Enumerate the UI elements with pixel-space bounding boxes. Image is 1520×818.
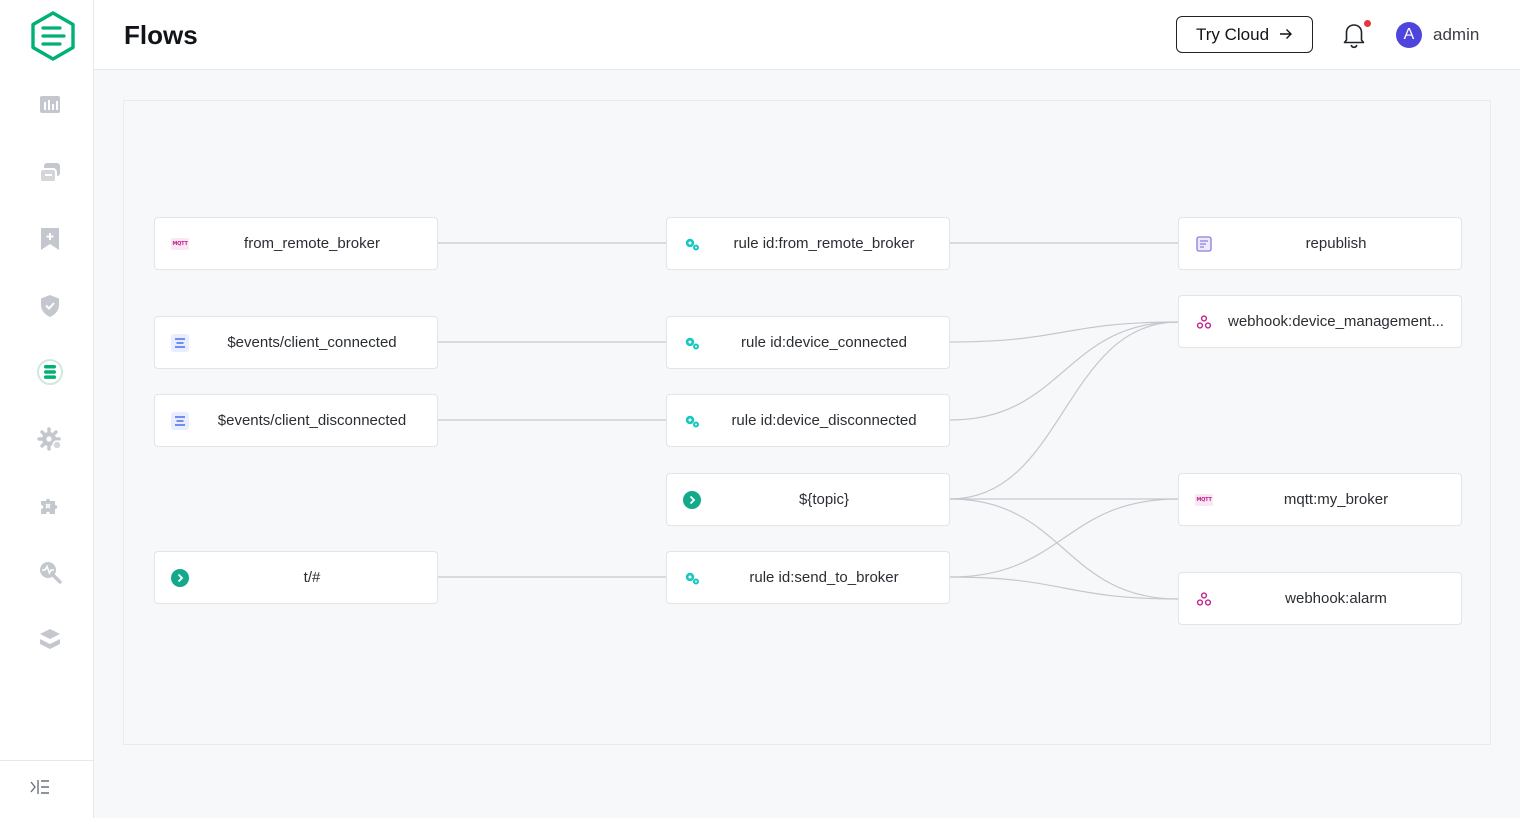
flow-node-source[interactable]: t/# [154,551,438,604]
connections-icon [37,160,63,191]
mqtt-icon: MQTT [1195,491,1213,509]
nav-connections[interactable] [32,157,68,193]
page-title: Flows [124,20,198,50]
access-control-icon [38,293,62,324]
edge [949,321,1179,421]
node-label: rule id:send_to_broker [749,569,899,586]
edge [949,576,1179,600]
node-label: republish [1305,235,1367,252]
sidebar [0,0,94,818]
system-icon [38,627,62,656]
nav-diagnose[interactable] [32,556,68,592]
flow-node-source[interactable]: $events/client_connected [154,316,438,369]
node-label: t/# [303,569,321,586]
nav-extensions[interactable] [32,490,68,526]
flow-node-rule[interactable]: ${topic} [666,473,950,526]
rule-icon [683,569,701,587]
dashboard-icon [38,93,62,122]
webhook-icon [1195,590,1213,608]
node-label: webhook:device_management... [1228,313,1444,330]
try-cloud-button[interactable]: Try Cloud [1176,16,1313,53]
nav-access-control[interactable] [32,290,68,326]
nav-system[interactable] [32,623,68,659]
flow-edges [438,242,1179,600]
flow-node-rule[interactable]: rule id:device_disconnected [666,394,950,447]
topic-icon [171,569,189,587]
bell-icon [1340,24,1368,54]
topic-icon [683,491,701,509]
node-label: rule id:from_remote_broker [733,235,915,252]
nav-subscriptions[interactable] [32,223,68,259]
diagnose-icon [37,559,63,590]
edge [949,321,1179,500]
edge [949,498,1179,600]
flow-node-rule[interactable]: rule id:device_connected [666,316,950,369]
flow-canvas[interactable]: MQTT from_remote_broker $events/client_c… [123,100,1491,745]
webhook-icon [1195,313,1213,331]
flow-node-rule[interactable]: rule id:from_remote_broker [666,217,950,270]
flow-node-rule[interactable]: rule id:send_to_broker [666,551,950,604]
node-label: mqtt:my_broker [1283,491,1389,508]
rule-icon [683,334,701,352]
event-icon [171,334,189,352]
extensions-icon [37,493,63,524]
mqtt-icon: MQTT [171,235,189,253]
edge [949,321,1179,343]
notification-dot [1364,20,1371,27]
notification-button[interactable] [1340,20,1368,50]
collapse-sidebar-icon [29,778,51,801]
rule-icon [683,412,701,430]
node-label: rule id:device_connected [741,334,907,351]
rule-icon [683,235,701,253]
subscriptions-icon [38,226,62,257]
node-label: ${topic} [798,491,850,508]
event-icon [171,412,189,430]
username[interactable]: admin [1433,25,1480,44]
node-label: from_remote_broker [244,235,380,252]
try-cloud-label: Try Cloud [1195,24,1270,44]
top-header: Flows Try Cloud A admin [94,0,1520,70]
edge [949,498,1179,578]
flow-node-source[interactable]: MQTT from_remote_broker [154,217,438,270]
node-label: $events/client_disconnected [217,412,407,429]
flow-node-sink[interactable]: republish [1178,217,1462,270]
nav-management[interactable] [32,423,68,459]
nav-integration[interactable] [32,356,68,392]
collapse-sidebar-button[interactable] [26,776,54,804]
avatar[interactable]: A [1396,22,1422,48]
integration-icon [36,358,64,391]
management-icon [37,426,63,457]
node-label: rule id:device_disconnected [731,412,917,429]
node-label: $events/client_connected [227,334,397,351]
flow-node-sink[interactable]: webhook:alarm [1178,572,1462,625]
arrow-right-icon [1279,25,1293,45]
republish-icon [1195,235,1213,253]
nav-dashboard[interactable] [32,89,68,125]
emqx-logo-icon[interactable] [28,10,78,62]
node-label: webhook:alarm [1285,590,1387,607]
flow-node-sink[interactable]: webhook:device_management... [1178,295,1462,348]
flow-node-sink[interactable]: MQTT mqtt:my_broker [1178,473,1462,526]
flow-node-source[interactable]: $events/client_disconnected [154,394,438,447]
sidebar-footer [0,760,93,818]
